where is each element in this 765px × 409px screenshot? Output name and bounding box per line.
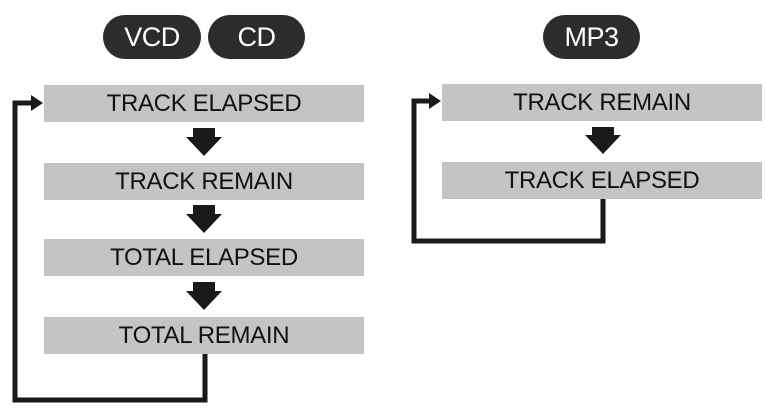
down-arrow-icon (585, 127, 621, 154)
arrow-right-icon (429, 93, 441, 109)
loop-back-line (12, 100, 208, 403)
left-step-total-elapsed: TOTAL ELAPSED (44, 239, 364, 276)
left-step-track-elapsed: TRACK ELAPSED (44, 85, 364, 122)
right-step-track-elapsed: TRACK ELAPSED (442, 162, 762, 199)
left-step-total-remain: TOTAL REMAIN (44, 317, 364, 354)
right-step-track-remain: TRACK REMAIN (442, 84, 762, 121)
mp3-badge: MP3 (543, 15, 640, 59)
arrow-right-icon (31, 95, 43, 111)
vcd-badge: VCD (103, 15, 201, 59)
loop-back-line (411, 98, 606, 244)
down-arrow-icon (186, 205, 222, 233)
left-step-track-remain: TRACK REMAIN (44, 163, 364, 200)
cd-badge: CD (208, 15, 305, 59)
down-arrow-icon (186, 128, 222, 156)
down-arrow-icon (186, 282, 222, 310)
